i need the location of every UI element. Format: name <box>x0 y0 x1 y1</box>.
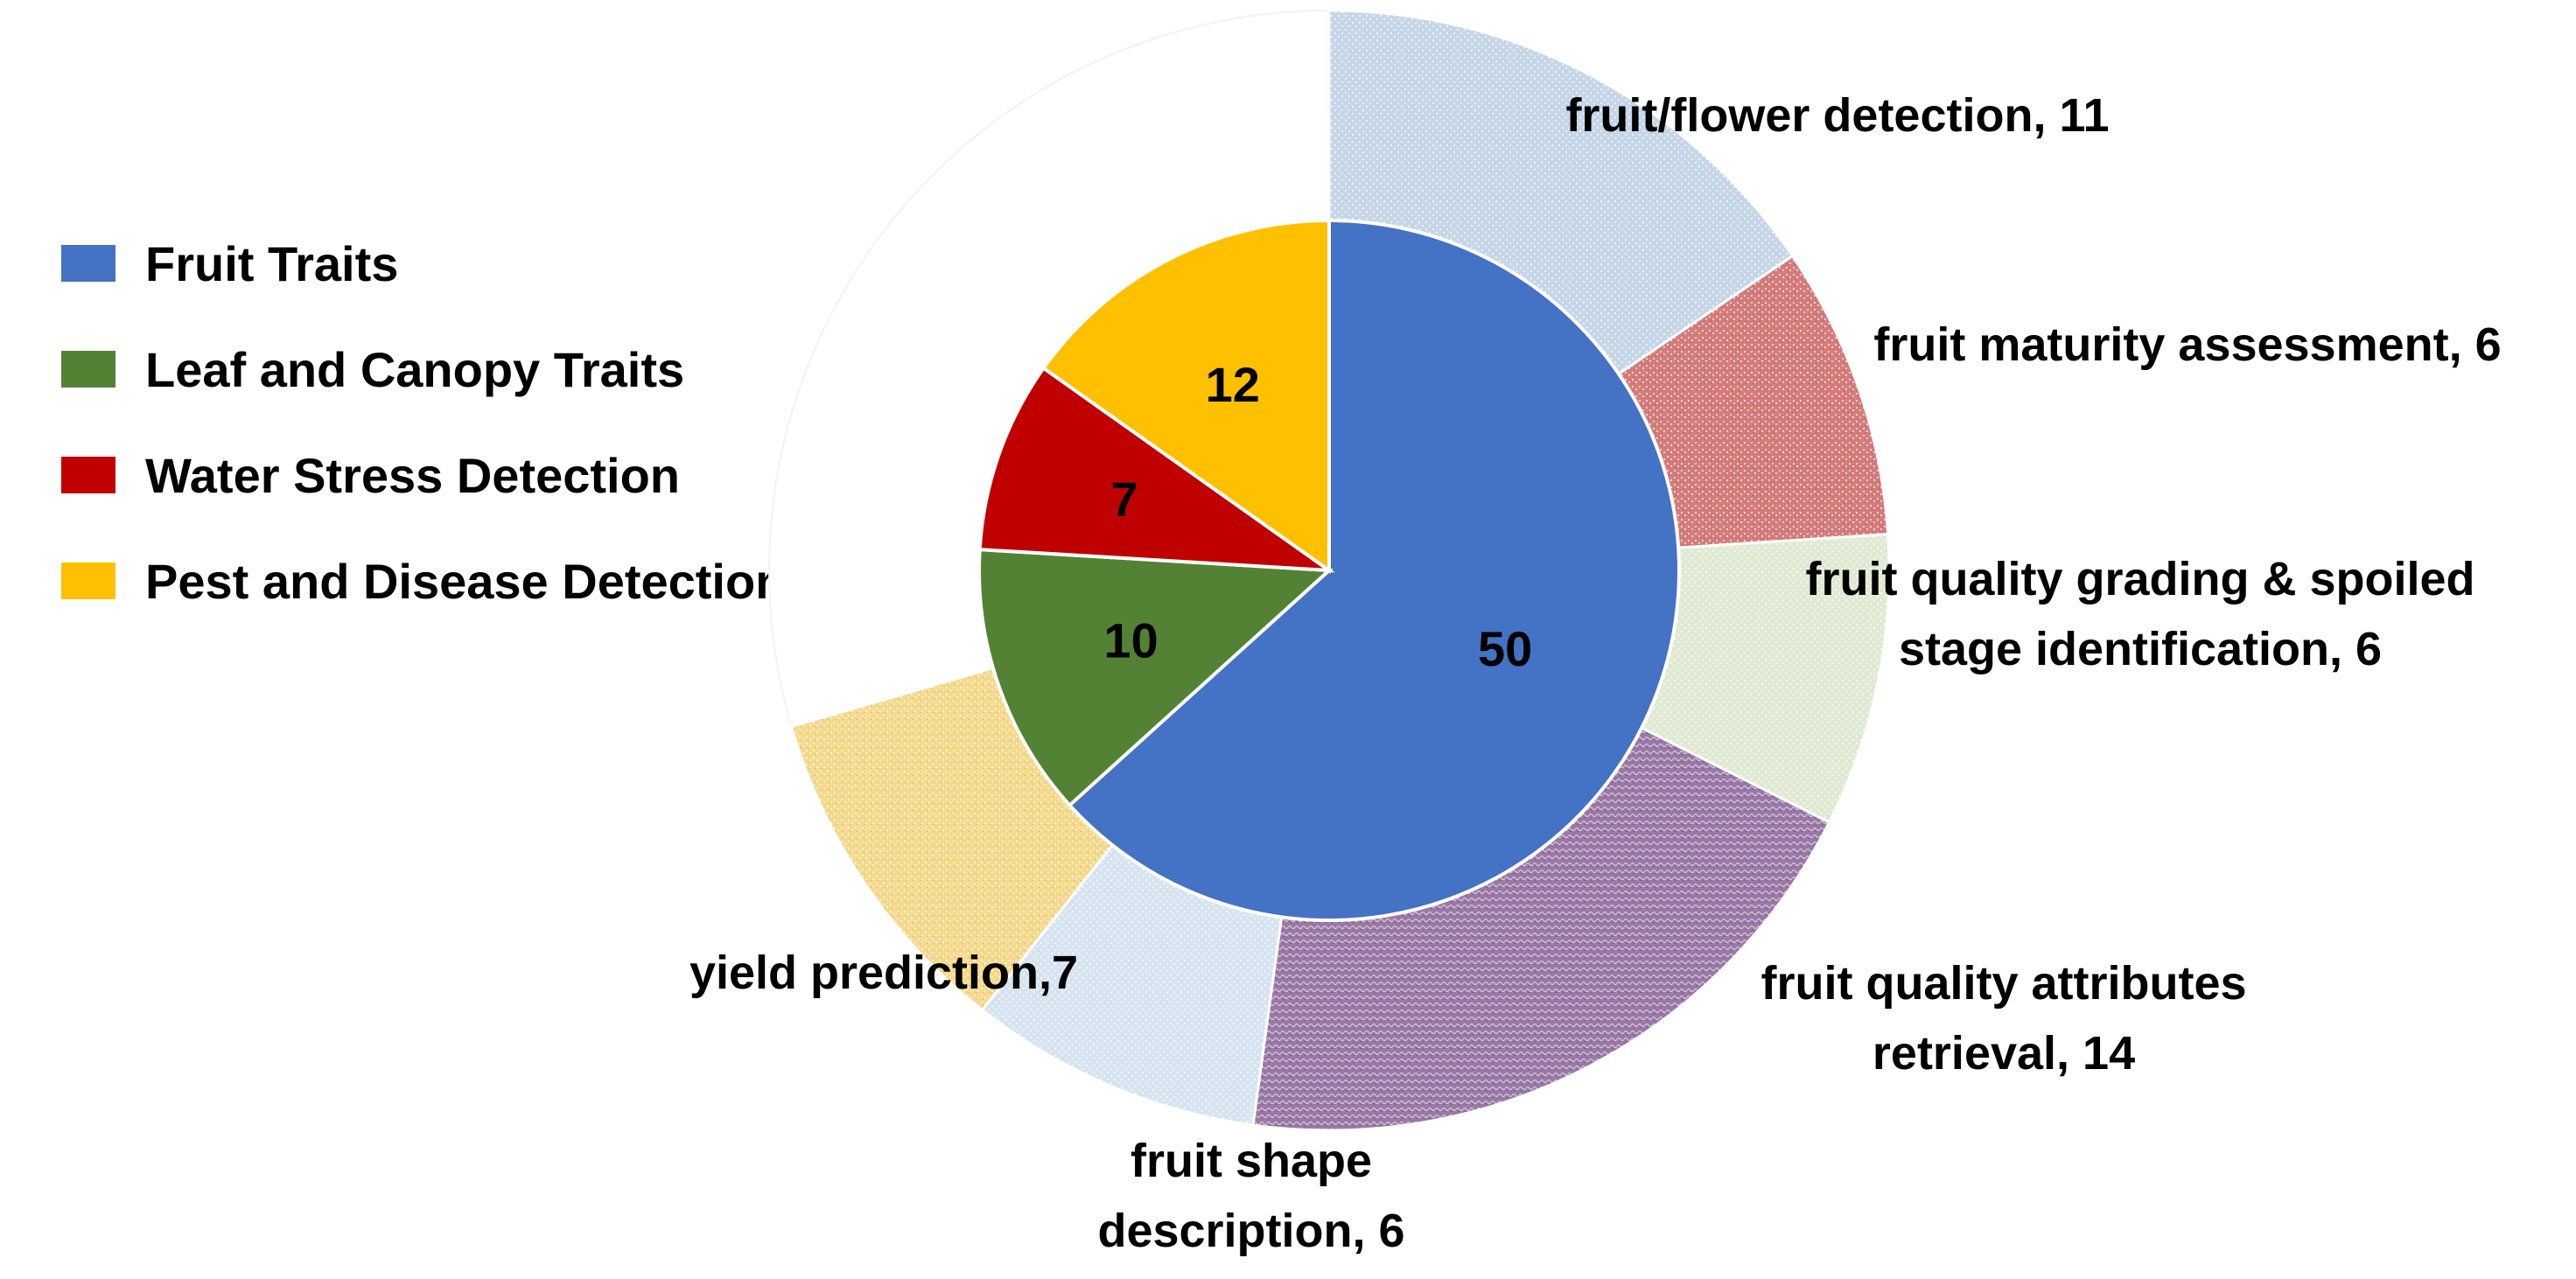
legend-label: Fruit Traits <box>145 235 399 291</box>
legend-label: Leaf and Canopy Traits <box>145 341 685 397</box>
slice-labels: fruit/flower detection, 11 fruit maturity… <box>690 89 2502 1257</box>
legend-swatch <box>61 457 116 493</box>
inner-slice-1[interactable] <box>977 548 1334 808</box>
inner-slice-value-label-2: 7 <box>1110 472 1138 527</box>
legend-item-pest-and-disease-detection[interactable]: Pest and Disease Detection <box>61 553 849 609</box>
legend: Fruit Traits Leaf and Canopy Traits Wate… <box>61 236 849 660</box>
inner-slice-3[interactable] <box>1040 218 1331 574</box>
inner-pie <box>977 218 1681 922</box>
inner-slice-value-label-1: 10 <box>1103 613 1158 668</box>
outer-slice-label-1: fruit maturity assessment, 6 <box>1873 318 2501 371</box>
legend-label: Pest and Disease Detection <box>145 553 786 609</box>
outer-slice-label-5: yield prediction,7 <box>690 947 1078 999</box>
legend-item-leaf-and-canopy-traits[interactable]: Leaf and Canopy Traits <box>61 341 849 397</box>
legend-item-fruit-traits[interactable]: Fruit Traits <box>61 235 849 291</box>
outer-ring <box>768 9 1891 1132</box>
legend-swatch <box>61 245 116 282</box>
legend-label: Water Stress Detection <box>145 447 680 503</box>
inner-slice-2[interactable] <box>977 365 1335 573</box>
legend-item-water-stress-detection[interactable]: Water Stress Detection <box>61 447 849 503</box>
legend-swatch <box>61 351 116 388</box>
legend-swatch <box>61 563 116 599</box>
inner-slice-0[interactable] <box>1067 218 1681 922</box>
outer-slice-label-0: fruit/flower detection, 11 <box>1565 89 2109 142</box>
inner-slice-value-label-3: 12 <box>1206 357 1260 412</box>
inner-slice-value-label-0: 50 <box>1478 621 1532 676</box>
